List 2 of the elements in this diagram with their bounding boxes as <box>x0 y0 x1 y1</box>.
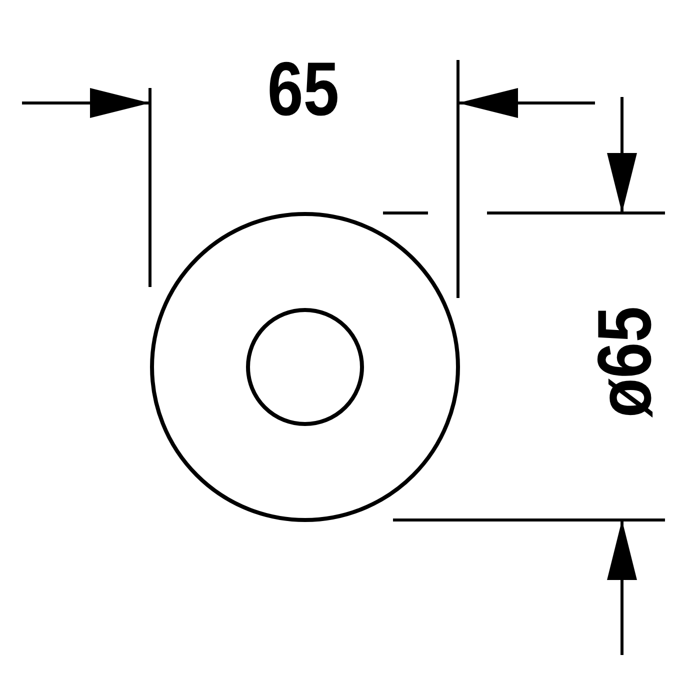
dimension-label: ø65 <box>586 306 663 418</box>
dimension-label: 65 <box>266 52 339 128</box>
